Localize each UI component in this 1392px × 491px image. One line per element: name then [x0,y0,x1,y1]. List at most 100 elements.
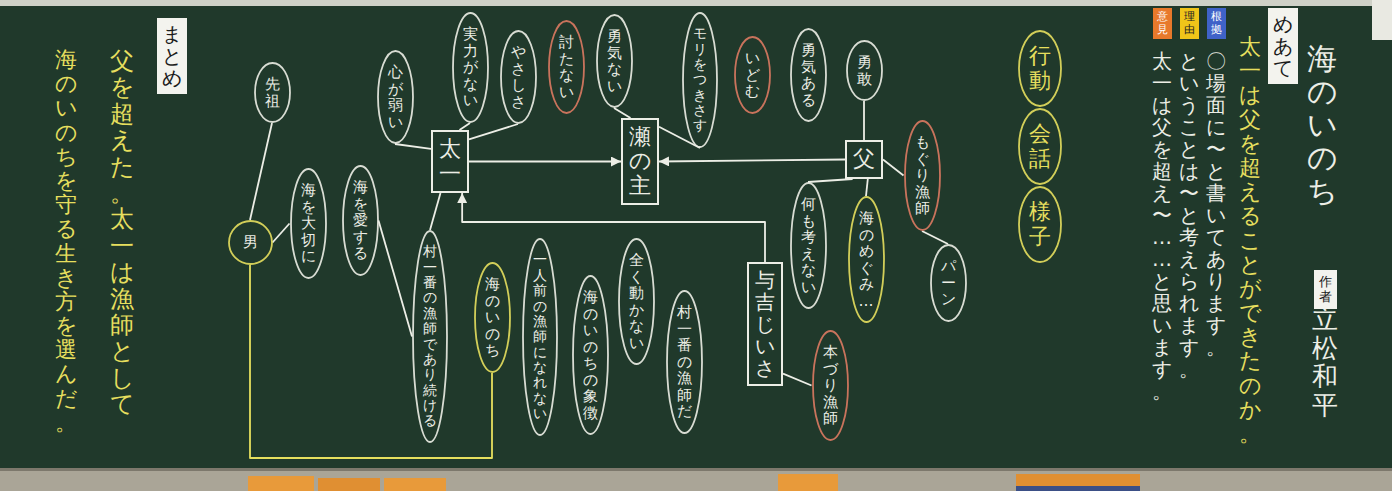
viewpoint-circle: 行動 [1018,30,1062,107]
connector [250,265,492,458]
oval-outline [813,331,848,440]
eraser [384,478,446,491]
node-text: 理由 [1184,11,1195,35]
character-box: 太一 [431,130,469,193]
node-text: めあて [1273,13,1293,79]
node-text: 行動 [1029,44,1051,92]
node-text: 討たない [559,34,574,100]
oval-outline [378,51,413,143]
node-text: 海のいのちの象徴 [583,289,598,421]
oval-outline [791,29,826,121]
oval-outline [475,263,510,372]
connector [469,124,518,139]
lesson-title: 海のいのち [1307,42,1337,207]
node-text: いどむ [745,50,760,100]
key-oval: 海のいのち [474,262,511,373]
trait-oval: いどむ [734,36,771,114]
node-text: 男 [243,234,258,251]
connector [462,193,765,262]
board-frame [0,0,1392,6]
trait-oval: もぐり漁師 [904,120,941,231]
trait-oval: 海を大切に [290,168,327,279]
node-text: 海のめぐみ… [859,210,874,309]
reason-tag: 理由 [1180,8,1199,39]
summary-text: 海のいのちを守る生き方を選んだ。 [55,48,77,435]
trait-oval: 心が弱い [377,50,414,144]
eraser [248,476,314,491]
oval-outline [1019,109,1061,184]
node-text: 勇気ある [801,42,816,108]
oval-outline [291,169,326,278]
viewpoint-circle: 様子 [1018,186,1062,263]
node-text: もぐり漁師 [915,134,930,217]
oval-outline [905,121,940,230]
trait-oval: モリをつきさす [682,12,718,148]
connector [250,123,272,220]
oval-outline [523,239,557,435]
node-text: 太一 [439,137,461,185]
summary-text: 父を超えた。太一は漁師として [110,48,134,417]
node-text: 勇敢 [857,54,872,87]
node-text: 本づり漁師 [823,344,838,427]
trait-oval: 勇気ない [596,14,633,108]
node-text: まとめ [162,23,182,89]
node-text: 海のいのち [485,276,500,359]
eraser [778,474,838,491]
key-oval: 海のめぐみ… [848,196,885,323]
trait-oval: パーン [930,244,967,322]
trait-oval: 一人前の漁師になれない [522,238,558,436]
trait-oval: 本づり漁師 [812,330,849,441]
author-magnet: 作者 [1314,270,1337,309]
summary-magnet: まとめ [157,18,187,94]
trait-oval: 村一番の漁師であり続ける [412,230,448,443]
oval-outline [597,15,632,107]
node-text: やさしさ [511,44,526,110]
oval-outline [501,31,536,123]
evidence-tag: 根拠 [1207,8,1226,39]
opinion-tag: 意見 [1153,8,1172,39]
connector [659,160,845,162]
oval-outline [413,231,447,442]
sentence-frame: ということは〜と考えられます。 [1179,50,1199,380]
sentence-frame: 〇場面に〜と書いてあります。 [1206,50,1226,358]
oval-outline [931,245,966,321]
trait-oval: 実力がない [452,12,489,123]
goal-magnet: めあて [1268,8,1298,84]
node-text: 勇気ない [607,28,622,94]
eraser [318,478,380,491]
node-text: 海を愛する [353,179,368,262]
oval-outline [549,21,584,113]
oval-outline [1019,31,1061,106]
node-text: 父 [853,147,875,171]
node-text: 先祖 [265,76,280,109]
paper-strip [1372,0,1392,40]
connector [395,144,431,149]
trait-oval: 海を愛する [342,165,379,276]
trait-oval: 海のいのちの象徴 [572,275,609,435]
node-text: 瀬の主 [629,125,651,198]
oval-outline [573,276,608,434]
trait-oval: 何も考えない [790,182,827,309]
author-name: 立松和平 [1312,305,1338,419]
node-text: 意見 [1157,11,1168,35]
node-text: 実力がない [463,26,478,109]
chalk-tray [0,468,1392,491]
node-text: 全く動かない [629,252,644,351]
lesson-goal: 太一は父を超えることができたのか。 [1239,35,1261,446]
eraser-base [1016,486,1140,491]
oval-outline [849,197,884,322]
node-text: 与吉じいさ [755,269,775,379]
node-text: パーン [941,258,956,308]
sentence-frame: 太一は父を超え〜……と思います。 [1152,50,1172,402]
node-text: 村一番の漁師だ [677,304,692,420]
trait-oval: 先祖 [254,62,291,123]
connector [783,374,812,386]
connector [430,193,441,230]
oval-outline [453,13,488,122]
trait-oval: 全く動かない [618,238,655,365]
node-text: 様子 [1029,200,1051,248]
key-circle: 男 [228,220,273,265]
connector [883,160,904,176]
trait-oval: 村一番の漁師だ [666,290,703,434]
connector [922,231,948,244]
